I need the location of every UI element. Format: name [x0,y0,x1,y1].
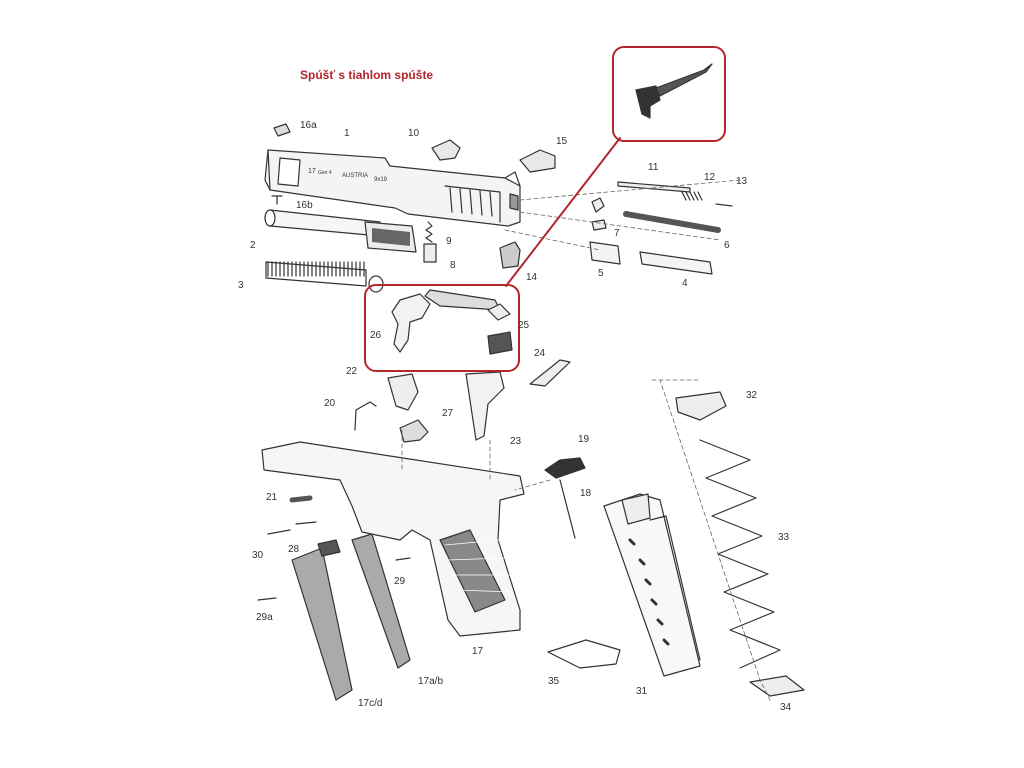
assembly-lines-middle [401,429,551,491]
part-label-22: 22 [346,366,358,377]
barrel-drawing [264,209,417,253]
part-label-17cd: 17c/d [358,698,383,709]
part-label-19: 19 [578,434,590,445]
part-32-drawing [675,391,727,421]
part-12-drawing [681,191,703,201]
part-label-34: 34 [780,702,792,713]
part-30-drawing [267,529,291,535]
slide-engraving-caliber: 9x19 [374,177,388,183]
part-label-33: 33 [778,532,790,543]
part-label-32: 32 [746,390,758,401]
part-label-9: 9 [446,236,452,247]
trigger-bar-drawing [391,289,513,355]
slide-engraving-country: AUSTRIA [342,173,369,179]
front-sight-screw-drawing [271,195,283,205]
part-9-drawing [425,221,433,243]
part-label-11: 11 [648,162,659,173]
front-sight-drawing [273,123,291,137]
part-35-drawing [547,639,621,669]
part-label-20: 20 [324,398,336,409]
tool-drawing [317,539,341,557]
slide-engraving-model: 17 [308,168,316,175]
part-27-drawing [399,419,429,443]
part-21-drawing [289,495,313,503]
part-34-drawing [749,675,805,697]
part-7a-drawing [591,197,605,213]
slide-engraving-gen: Gen 4 [318,170,332,176]
magazine-drawing [603,493,701,677]
part-13-drawing [715,203,733,207]
callout-box-trigger [364,284,520,372]
part-label-29a: 29a [256,612,273,623]
part-label-28: 28 [288,544,300,555]
assembly-lines-top [504,179,741,251]
part-label-10: 10 [408,128,420,139]
frame-drawing [261,441,525,637]
part-10-drawing [431,139,461,161]
part-8-drawing [423,243,437,263]
part-22-drawing [387,373,419,411]
part-label-1: 1 [344,128,350,139]
part-6-drawing [623,211,721,233]
part-label-3: 3 [238,280,244,291]
part-label-35: 35 [548,676,560,687]
callout-box-detail [612,46,726,142]
part-24-drawing [529,359,571,387]
part-7b-drawing [591,219,607,231]
part-label-16a: 16a [300,120,317,131]
part-19-drawing [544,457,586,479]
assembly-lines-magazine [651,379,771,701]
part-label-23: 23 [510,436,522,447]
part-label-4: 4 [682,278,688,289]
part-label-27: 27 [442,408,454,419]
part-29-drawing [395,557,411,561]
callout-connector [505,137,621,287]
part-label-6: 6 [724,240,730,251]
part-label-5: 5 [598,268,604,279]
part-label-25: 25 [518,320,530,331]
part-label-17ab: 17a/b [418,676,444,687]
part-label-21: 21 [266,492,278,503]
slide-cover-drawing [499,241,521,269]
part-5-drawing [589,241,621,265]
part-label-14: 14 [526,272,538,283]
part-label-31: 31 [636,686,648,697]
backstrap-cd-drawing [291,547,353,701]
part-28-drawing [295,521,317,525]
part-label-2: 2 [250,240,256,251]
diagram-title: Spúšť s tiahlom spúšte [300,68,434,82]
part-label-16b: 16b [296,200,313,211]
part-label-18: 18 [580,488,592,499]
part-label-24: 24 [534,348,546,359]
part-label-8: 8 [450,260,456,271]
part-label-29: 29 [394,576,406,587]
part-18-drawing [559,479,576,539]
part-4-drawing [639,251,713,275]
recoil-spring-drawing [265,261,384,293]
backstrap-ab-drawing [351,533,411,669]
part-label-13: 13 [736,176,748,187]
part-label-15: 15 [556,136,568,147]
trigger-callout-drawing [635,63,713,119]
part-label-7: 7 [614,228,620,239]
part-29a-drawing [257,597,277,601]
part-label-17: 17 [472,646,484,657]
slide-drawing [264,149,521,227]
rear-sight-drawing [519,149,556,173]
part-label-12: 12 [704,172,716,183]
part-label-26: 26 [370,330,382,341]
part-label-30: 30 [252,550,264,561]
part-11-drawing [617,181,691,193]
part-33-drawing [699,439,781,669]
part-20-drawing [354,401,377,431]
part-23-drawing [465,371,505,441]
